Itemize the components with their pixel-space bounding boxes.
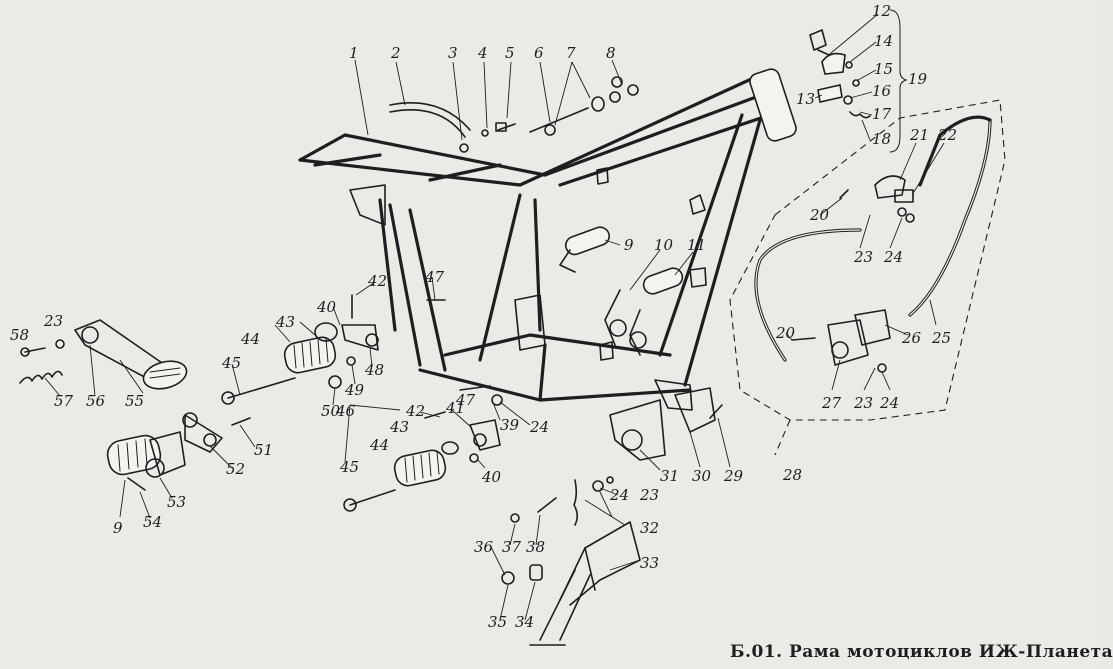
callout-23: 23 bbox=[43, 312, 63, 330]
callout-42b: 42 bbox=[405, 402, 425, 420]
callout-16: 16 bbox=[872, 82, 892, 100]
callout-4: 4 bbox=[477, 44, 488, 62]
callout-24: 24 bbox=[883, 248, 903, 266]
callout-49: 49 bbox=[344, 381, 365, 399]
callout-44: 44 bbox=[240, 330, 260, 348]
callout-11: 11 bbox=[687, 236, 706, 254]
leader-lines bbox=[44, 13, 945, 621]
callout-36: 36 bbox=[474, 538, 494, 556]
callout-47b: 47 bbox=[455, 391, 476, 409]
callout-6: 6 bbox=[534, 44, 544, 62]
callout-27: 27 bbox=[821, 394, 842, 412]
callout-42: 42 bbox=[367, 272, 387, 290]
callout-48: 48 bbox=[364, 361, 384, 379]
callout-28: 28 bbox=[782, 466, 802, 484]
callout-22: 22 bbox=[937, 126, 957, 144]
callout-9: 9 bbox=[624, 236, 634, 254]
footrests-right bbox=[559, 226, 684, 356]
brake-pedal bbox=[19, 319, 188, 390]
callout-47: 47 bbox=[424, 268, 445, 286]
callout-12: 12 bbox=[872, 2, 891, 20]
callout-20: 20 bbox=[809, 206, 830, 224]
callout-37: 37 bbox=[502, 538, 522, 556]
callout-1: 1 bbox=[349, 44, 359, 62]
callout-39: 39 bbox=[500, 416, 520, 434]
callout-2: 2 bbox=[390, 44, 401, 62]
callout-44b: 44 bbox=[369, 436, 389, 454]
callout-45b: 45 bbox=[339, 458, 359, 476]
callout-32: 32 bbox=[640, 519, 659, 537]
callout-53: 53 bbox=[167, 493, 186, 511]
callout-51: 51 bbox=[254, 441, 273, 459]
figure-caption: Б.01. Рама мотоциклов ИЖ-Планета bbox=[730, 642, 1113, 662]
callout-5: 5 bbox=[505, 44, 515, 62]
callout-14: 14 bbox=[874, 32, 893, 50]
callout-19: 19 bbox=[908, 70, 928, 88]
callout-13: 13 bbox=[796, 90, 815, 108]
callout-35: 35 bbox=[488, 613, 507, 631]
callout-40b: 40 bbox=[481, 468, 502, 486]
callout-45: 45 bbox=[221, 354, 241, 372]
callout-23b: 23 bbox=[853, 248, 873, 266]
callout-34: 34 bbox=[515, 613, 534, 631]
top-small-parts bbox=[389, 76, 639, 153]
callout-21: 21 bbox=[909, 126, 929, 144]
callout-8: 8 bbox=[606, 44, 616, 62]
callout-24b: 24 bbox=[879, 394, 899, 412]
stand-assembly bbox=[501, 387, 723, 646]
callout-17: 17 bbox=[872, 105, 892, 123]
callout-31: 31 bbox=[660, 467, 679, 485]
callout-33: 33 bbox=[640, 554, 659, 572]
callout-41: 41 bbox=[445, 399, 465, 417]
steering-lock-group bbox=[809, 9, 908, 153]
callout-52: 52 bbox=[226, 460, 245, 478]
callout-30: 30 bbox=[692, 467, 712, 485]
main-frame bbox=[298, 68, 797, 411]
callout-15: 15 bbox=[874, 60, 893, 78]
callout-50: 50 bbox=[321, 402, 341, 420]
callout-29: 29 bbox=[723, 467, 744, 485]
callout-9b: 9 bbox=[113, 519, 123, 537]
callout-46: 46 bbox=[335, 402, 356, 420]
callout-43b: 43 bbox=[389, 418, 409, 436]
crash-bars-group bbox=[729, 99, 1006, 456]
callout-58: 58 bbox=[10, 326, 29, 344]
callout-57: 57 bbox=[54, 392, 74, 410]
callout-55: 55 bbox=[125, 392, 144, 410]
callout-54: 54 bbox=[143, 513, 162, 531]
footrest-left-9 bbox=[106, 431, 186, 491]
callout-26: 26 bbox=[901, 329, 922, 347]
callout-20b: 20 bbox=[775, 324, 796, 342]
callout-43: 43 bbox=[275, 313, 295, 331]
callout-40: 40 bbox=[316, 298, 337, 316]
callout-18: 18 bbox=[872, 130, 891, 148]
callout-23e: 23 bbox=[639, 486, 659, 504]
callout-24d: 24 bbox=[609, 486, 629, 504]
callout-numbers: 1 2 3 4 5 6 7 8 9 10 11 12 13 14 15 16 1… bbox=[10, 2, 957, 631]
callout-7: 7 bbox=[566, 44, 576, 62]
callout-56: 56 bbox=[86, 392, 106, 410]
callout-3: 3 bbox=[448, 44, 458, 62]
callout-25: 25 bbox=[931, 329, 951, 347]
callout-38: 38 bbox=[526, 538, 545, 556]
callout-10: 10 bbox=[654, 236, 674, 254]
callout-24c: 24 bbox=[529, 418, 549, 436]
callout-23c: 23 bbox=[853, 394, 873, 412]
